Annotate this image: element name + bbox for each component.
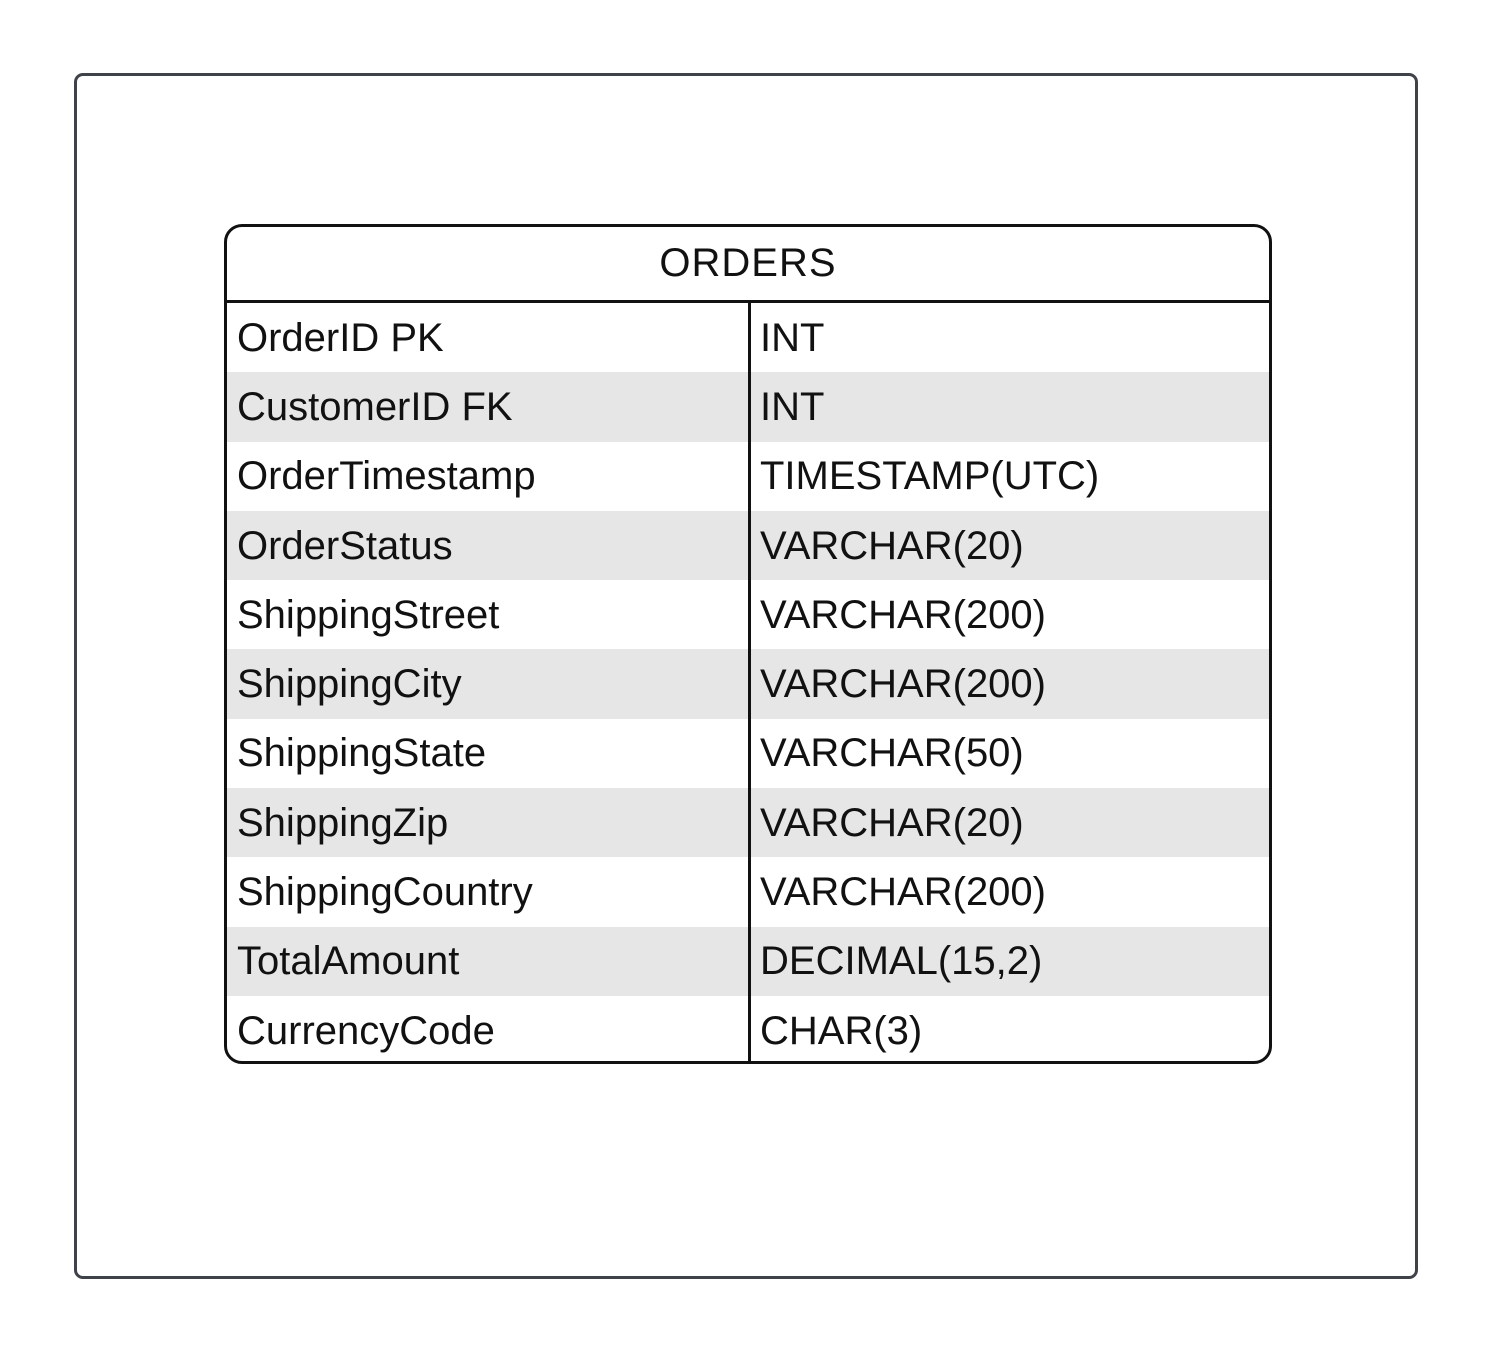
attribute-name: TotalAmount [237, 939, 460, 984]
attribute-type: CHAR(3) [760, 1008, 923, 1053]
entity-title: ORDERS [227, 227, 1269, 303]
column-divider [748, 303, 751, 1061]
attribute-type: INT [760, 315, 825, 360]
attribute-name: OrderTimestamp [237, 454, 536, 499]
attribute-name: CustomerID FK [237, 384, 513, 429]
attribute-row: CurrencyCode CHAR(3) [227, 996, 1269, 1061]
attribute-name: ShippingState [237, 731, 487, 776]
attribute-name: ShippingCountry [237, 870, 533, 915]
attribute-row: OrderID PK INT [227, 303, 1269, 372]
attribute-name: ShippingStreet [237, 592, 500, 637]
attribute-row: ShippingState VARCHAR(50) [227, 719, 1269, 788]
attribute-type: VARCHAR(200) [760, 592, 1046, 637]
attribute-type: DECIMAL(15,2) [760, 939, 1043, 984]
entity-orders[interactable]: ORDERS OrderID PK INT CustomerID FK INT … [224, 224, 1272, 1064]
attribute-type: VARCHAR(50) [760, 731, 1024, 776]
attribute-type: VARCHAR(20) [760, 800, 1024, 845]
attribute-name: OrderStatus [237, 523, 453, 568]
attribute-name: ShippingZip [237, 800, 449, 845]
attribute-name: CurrencyCode [237, 1008, 495, 1053]
attribute-name: ShippingCity [237, 662, 462, 707]
attribute-row: OrderTimestamp TIMESTAMP(UTC) [227, 442, 1269, 511]
attribute-row: ShippingStreet VARCHAR(200) [227, 580, 1269, 649]
attribute-type: VARCHAR(200) [760, 870, 1046, 915]
attribute-type: VARCHAR(200) [760, 662, 1046, 707]
attribute-row: ShippingCountry VARCHAR(200) [227, 857, 1269, 926]
entity-attributes: OrderID PK INT CustomerID FK INT OrderTi… [227, 303, 1269, 1061]
attribute-type: VARCHAR(20) [760, 523, 1024, 568]
attribute-type: INT [760, 384, 825, 429]
attribute-name: OrderID PK [237, 315, 444, 360]
attribute-type: TIMESTAMP(UTC) [760, 454, 1100, 499]
